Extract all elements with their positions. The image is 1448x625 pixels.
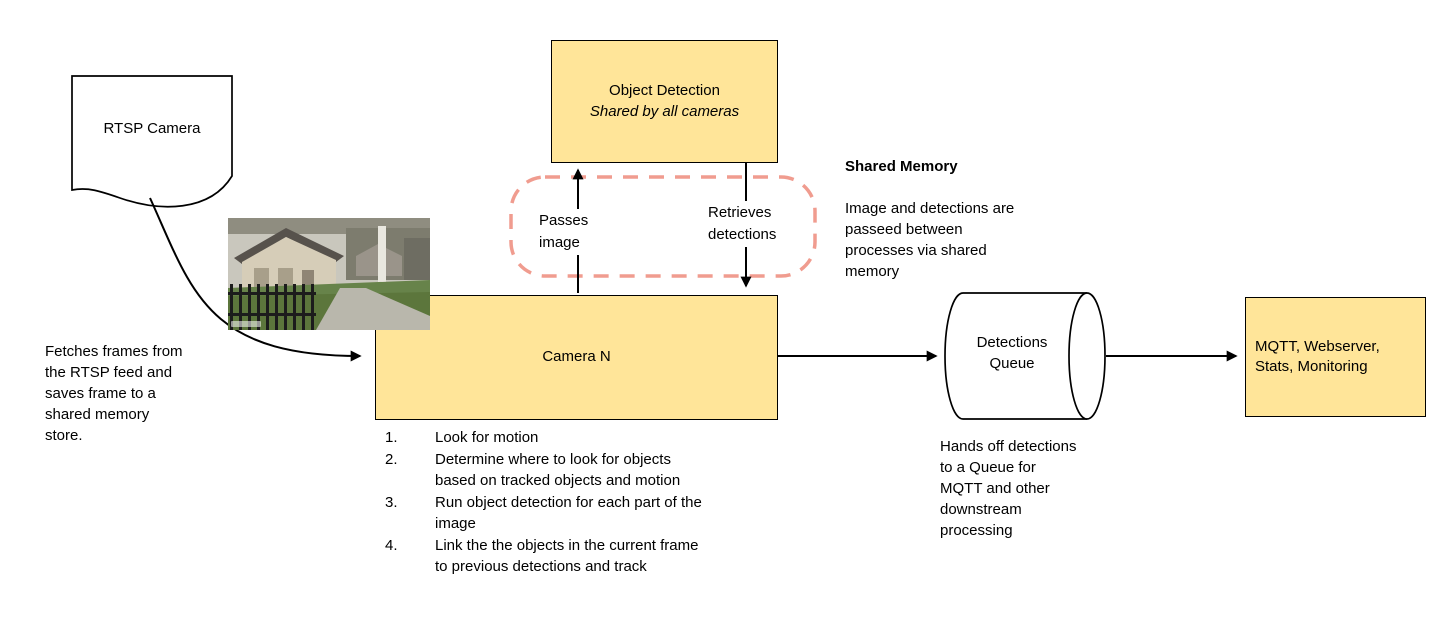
shared-memory-note-title: Shared Memory: [845, 158, 958, 175]
detections-queue-cap: [1068, 292, 1106, 420]
queue-handoff-note: Hands off detections to a Queue for MQTT…: [940, 438, 1077, 539]
list-item: 2. Determine where to look for objects b…: [385, 449, 702, 491]
step-number: 2.: [385, 451, 398, 468]
step-text: Link the the objects in the current fram…: [435, 537, 699, 575]
shared-memory-note: Shared Memory Image and detections are p…: [845, 135, 1065, 303]
rtsp-camera-shape: [71, 75, 233, 208]
shared-memory-boundary: [509, 175, 817, 278]
camera-n-label: Camera N: [542, 348, 611, 366]
step-number: 3.: [385, 494, 398, 511]
object-detection-node: Object Detection Shared by all cameras: [551, 40, 778, 163]
camera-steps-list: 1. Look for motion 2. Determine where to…: [385, 427, 702, 577]
list-item: 4. Link the the objects in the current f…: [385, 535, 702, 577]
object-detection-subtitle: Shared by all cameras: [589, 102, 740, 120]
fetch-frames-note: Fetches frames from the RTSP feed and sa…: [45, 343, 183, 444]
shared-memory-note-body: Image and detections are passeed between…: [845, 200, 1015, 280]
camera-snapshot-image: [228, 218, 430, 330]
step-number: 4.: [385, 537, 398, 554]
mqtt-webserver-node: MQTT, Webserver, Stats, Monitoring: [1245, 297, 1426, 417]
detections-queue-label: Detections Queue: [976, 334, 1048, 372]
mqtt-webserver-label: MQTT, Webserver, Stats, Monitoring: [1255, 337, 1380, 375]
camera-n-node: Camera N: [375, 295, 778, 420]
detections-queue-body: [944, 292, 1087, 420]
step-text: Run object detection for each part of th…: [435, 494, 702, 532]
step-text: Determine where to look for objects base…: [435, 451, 681, 489]
list-item: 3. Run object detection for each part of…: [385, 492, 702, 534]
arrow-rtsp-to-camera: [149, 197, 362, 362]
object-detection-title: Object Detection: [609, 82, 720, 100]
step-text: Look for motion: [435, 429, 539, 446]
list-item: 1. Look for motion: [385, 427, 702, 448]
rtsp-camera-label: RTSP Camera: [103, 120, 201, 137]
retrieves-detections-edge-label: Retrieves detections: [705, 201, 780, 247]
step-number: 1.: [385, 429, 398, 446]
passes-image-edge-label: Passes image: [536, 209, 592, 255]
